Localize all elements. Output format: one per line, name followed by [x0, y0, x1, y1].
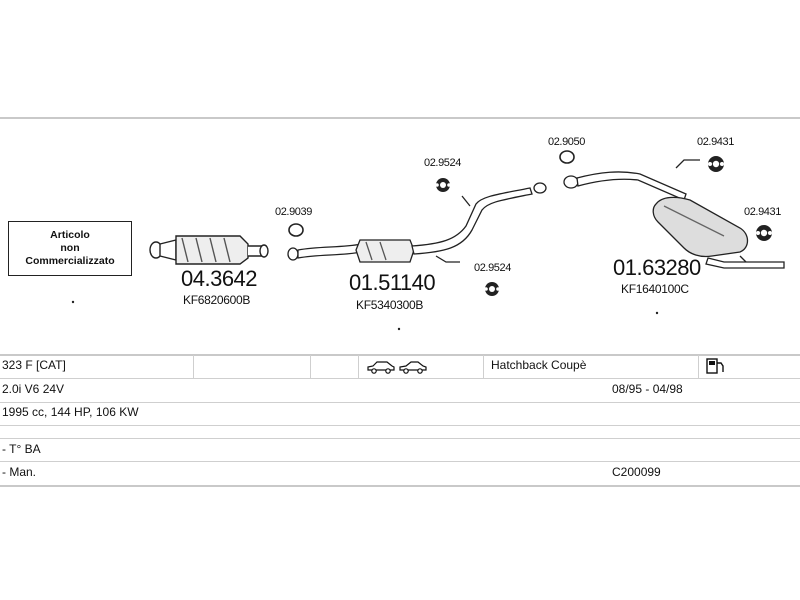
row-divider	[0, 402, 800, 403]
rear-silencer-code: KF1640100C	[621, 282, 689, 296]
car-hatchback-icon	[367, 361, 395, 374]
column-divider	[698, 355, 699, 378]
rear-silencer	[563, 159, 785, 269]
transmission: - Man.	[2, 465, 37, 479]
column-divider	[310, 355, 311, 378]
engine: 2.0i V6 24V	[2, 382, 65, 396]
engine-type: - T° BA	[2, 442, 41, 456]
table-bottom-border	[0, 485, 800, 487]
mount-1-number[interactable]: 02.9524	[424, 157, 461, 169]
rear-silencer-number[interactable]: 01.63280	[613, 255, 701, 280]
row-divider	[0, 461, 800, 462]
catalytic-converter-code: KF6820600B	[183, 293, 251, 307]
row-divider	[0, 438, 800, 439]
notice-line-2: non	[60, 242, 80, 254]
top-divider	[0, 117, 800, 119]
middle-silencer	[287, 182, 547, 263]
column-divider	[193, 355, 194, 378]
row-divider	[0, 425, 800, 426]
gasket-ring-2	[559, 150, 575, 164]
column-divider	[483, 355, 484, 378]
rubber-mount-1	[435, 178, 451, 192]
gasket-1-number[interactable]: 02.9039	[275, 206, 312, 218]
mount-4-number[interactable]: 02.9431	[744, 206, 781, 218]
model-name: 323 F [CAT]	[2, 358, 66, 372]
middle-silencer-number[interactable]: 01.51140	[349, 270, 436, 295]
car-coupe-icon	[399, 361, 427, 374]
exhaust-diagram	[71, 150, 785, 331]
middle-silencer-code: KF5340300B	[356, 298, 424, 312]
gasket-ring-1	[288, 223, 304, 237]
mount-3-number[interactable]: 02.9431	[697, 136, 734, 148]
table-top-border	[0, 354, 800, 356]
rubber-mount-4	[756, 225, 772, 241]
dot-marker	[397, 327, 401, 331]
notice-line-1: Articolo	[50, 229, 90, 241]
body-type: Hatchback Coupè	[491, 358, 587, 372]
catalog-code: C200099	[612, 465, 661, 479]
row-divider	[0, 378, 800, 379]
catalytic-converter-number[interactable]: 04.3642	[181, 266, 258, 291]
dot-marker	[655, 311, 659, 315]
engine-specs: 1995 cc, 144 HP, 106 KW	[2, 405, 139, 419]
gasket-2-number[interactable]: 02.9050	[548, 136, 585, 148]
rubber-mount-2	[484, 282, 500, 296]
catalytic-converter	[149, 235, 269, 265]
column-divider	[358, 355, 359, 378]
fuel-pump-icon	[706, 358, 724, 374]
mount-2-number[interactable]: 02.9524	[474, 262, 511, 274]
production-dates: 08/95 - 04/98	[612, 382, 683, 396]
dot-marker	[71, 300, 75, 304]
notice-line-3: Commercializzato	[25, 255, 115, 267]
not-commercialized-notice: Articolo non Commercializzato	[8, 221, 132, 276]
rubber-mount-3	[708, 156, 724, 172]
